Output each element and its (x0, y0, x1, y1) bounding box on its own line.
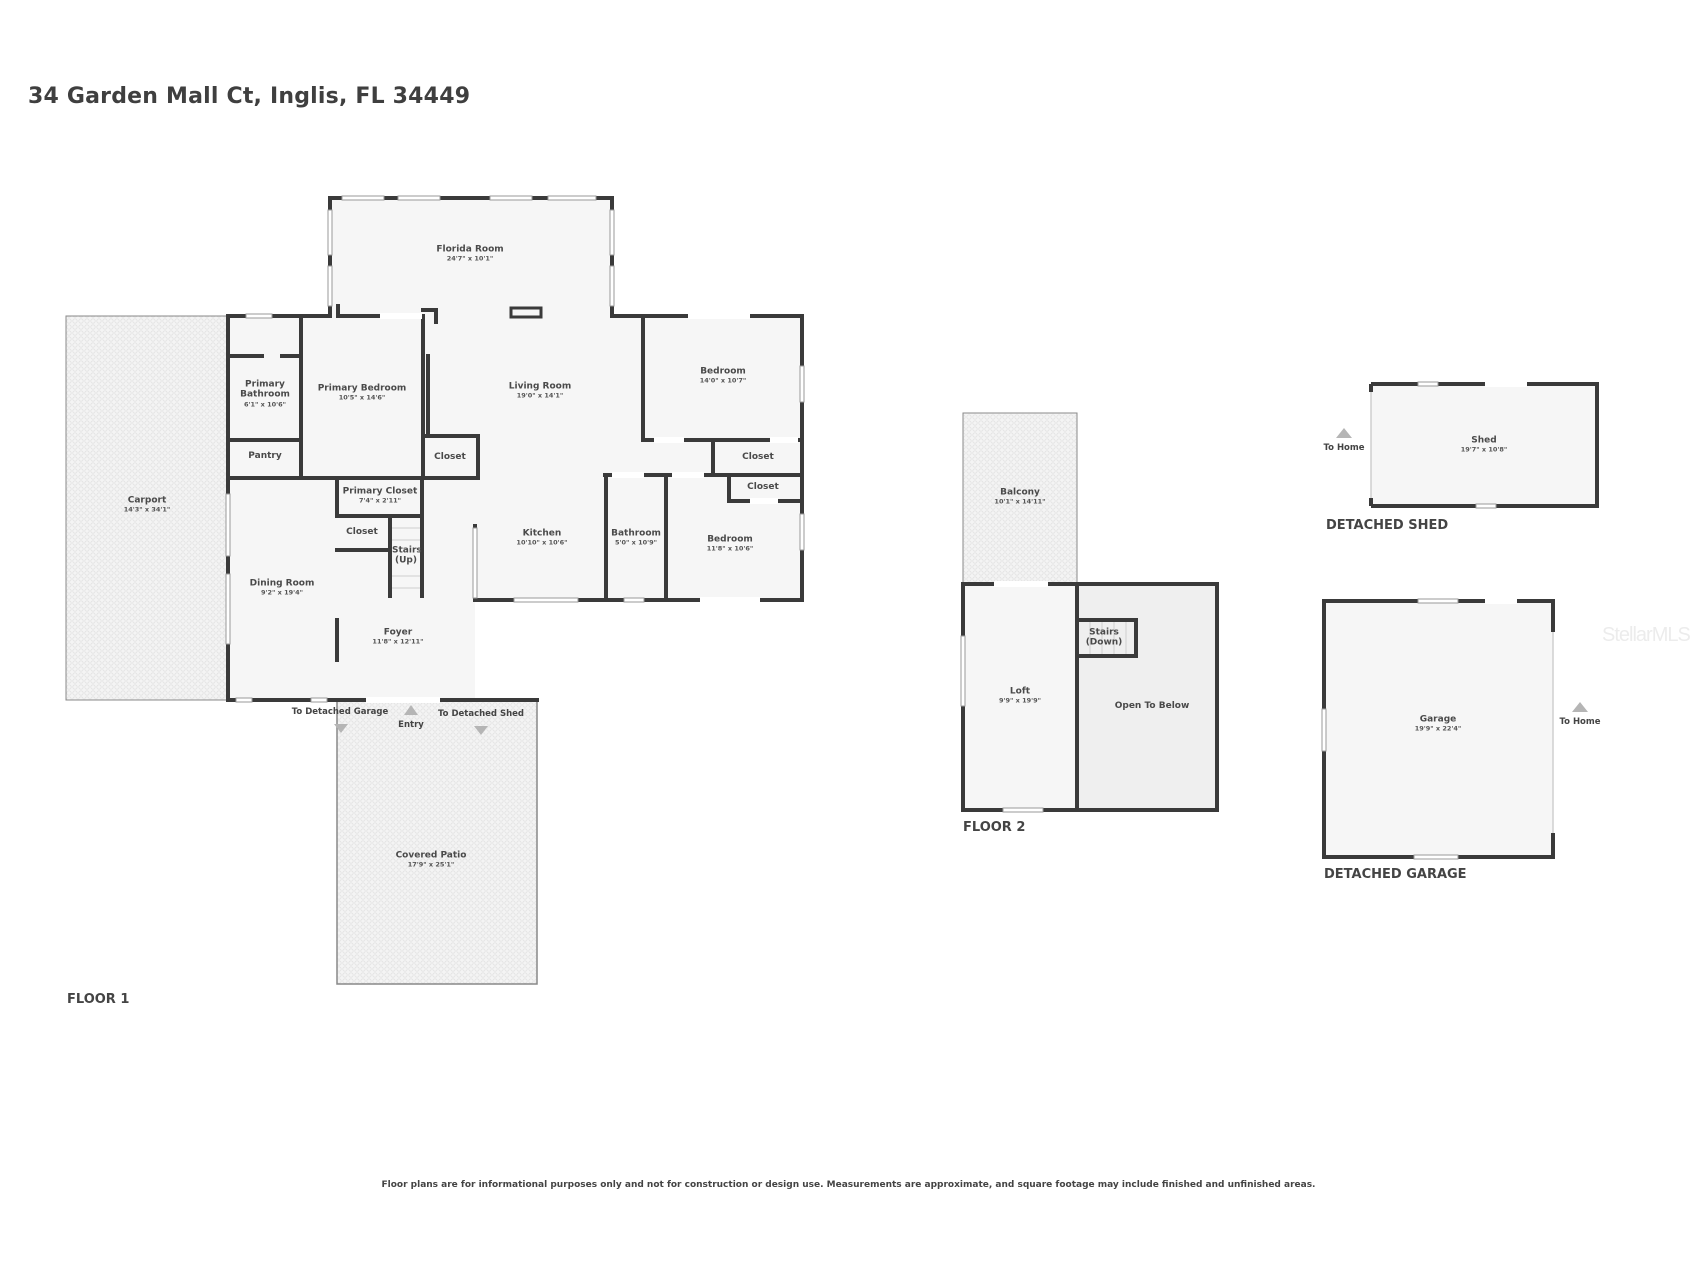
to-shed-arrow-icon (474, 726, 488, 735)
to-home-arrow-icon (1572, 702, 1588, 712)
room-living-room: Living Room 19'0" x 14'1" (508, 381, 572, 400)
to-detached-shed-label: To Detached Shed (437, 709, 525, 719)
entry-arrow-icon (404, 705, 418, 715)
detached-shed-label: DETACHED SHED (1326, 518, 1449, 533)
room-pantry: Pantry (248, 450, 282, 461)
room-primary-bathroom: Primary Bathroom 6'1" x 10'6" (240, 379, 290, 409)
carport-area (65, 315, 229, 701)
covered-patio-area (336, 699, 538, 985)
floor-2-label: FLOOR 2 (963, 820, 1026, 835)
floor-2-plan (960, 412, 1219, 813)
room-loft: Loft 9'9" x 19'9" (998, 686, 1042, 705)
room-closet-living: Closet (434, 451, 466, 462)
property-address: 34 Garden Mall Ct, Inglis, FL 34449 (28, 84, 471, 109)
floor-1-interior (228, 198, 802, 700)
detached-garage-label: DETACHED GARAGE (1324, 867, 1467, 882)
floor-1-label: FLOOR 1 (67, 992, 130, 1007)
room-dining-room: Dining Room 9'2" x 19'4" (249, 578, 315, 597)
garage-to-home-label: To Home (1559, 717, 1601, 727)
room-bedroom-1: Bedroom 14'0" x 10'7" (699, 366, 747, 385)
room-carport: Carport 14'3" x 34'1" (123, 495, 171, 514)
entry-label: Entry (398, 720, 424, 730)
room-primary-bedroom: Primary Bedroom 10'5" x 14'6" (317, 383, 407, 402)
room-bedroom-2: Bedroom 11'8" x 10'6" (706, 534, 754, 553)
to-home-arrow-icon (1336, 428, 1352, 438)
room-kitchen: Kitchen 10'10" x 10'6" (516, 528, 568, 547)
shed-plan (1336, 381, 1599, 509)
room-shed: Shed 19'7" x 10'8" (1460, 435, 1508, 454)
floor-1-plan (65, 195, 805, 985)
to-detached-garage-label: To Detached Garage (291, 707, 389, 717)
room-closet-bedroom-1: Closet (742, 451, 774, 462)
room-primary-closet: Primary Closet 7'4" x 2'11" (342, 486, 418, 505)
fireplace (509, 306, 543, 319)
room-florida-room: Florida Room 24'7" x 10'1" (436, 244, 504, 263)
stairs-up: Stairs (Up) (392, 545, 422, 567)
room-foyer: Foyer 11'8" x 12'11" (372, 627, 424, 646)
shed-to-home-label: To Home (1323, 443, 1365, 453)
balcony-area (962, 412, 1078, 585)
garage-plan (1321, 598, 1588, 860)
room-closet-hall: Closet (346, 526, 378, 537)
watermark: StellarMLS (1602, 624, 1691, 646)
to-garage-arrow-icon (334, 724, 348, 733)
room-open-to-below: Open To Below (1114, 700, 1190, 711)
room-closet-bedroom-2: Closet (747, 481, 779, 492)
disclaimer: Floor plans are for informational purpos… (381, 1180, 1316, 1190)
room-garage: Garage 19'9" x 22'4" (1414, 714, 1462, 733)
room-covered-patio: Covered Patio 17'9" x 25'1" (395, 850, 467, 869)
stairs-down: Stairs (Down) (1085, 627, 1123, 648)
open-to-below-area (1077, 584, 1217, 810)
room-balcony: Balcony 10'1" x 14'11" (994, 487, 1046, 506)
room-bathroom: Bathroom 5'0" x 10'9" (611, 528, 661, 547)
